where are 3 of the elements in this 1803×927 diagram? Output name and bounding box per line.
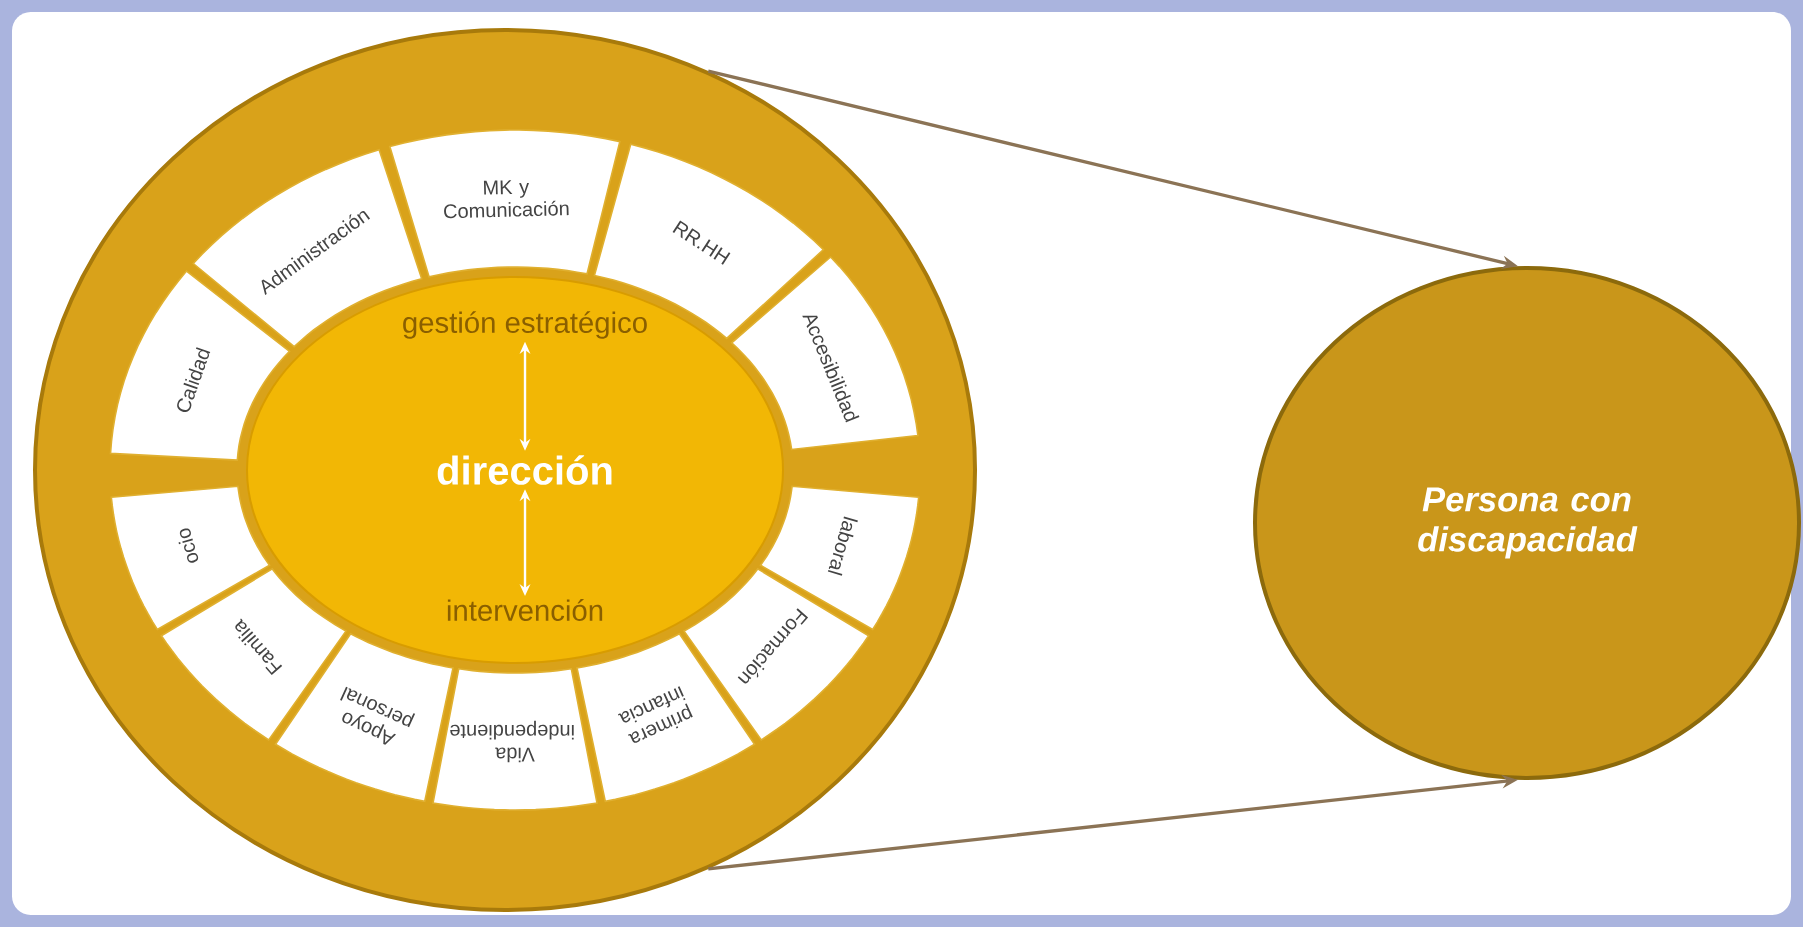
ring-segment: Vida independiente <box>432 667 598 811</box>
section-title: intervención <box>447 599 603 621</box>
center-title: dirección <box>437 455 612 485</box>
